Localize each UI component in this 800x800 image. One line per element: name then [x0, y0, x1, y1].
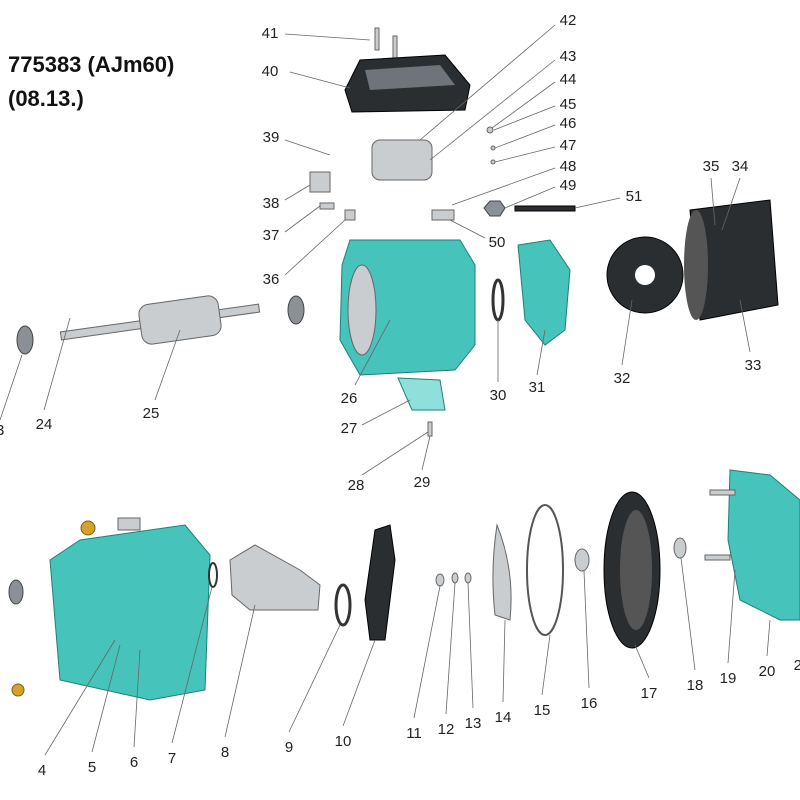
label-27: 27 — [341, 420, 358, 437]
part-26-motor-housing — [339, 239, 476, 376]
label-39: 39 — [263, 129, 280, 146]
part-38-block — [309, 171, 331, 193]
label-15: 15 — [534, 702, 551, 719]
part-40-highlight — [365, 65, 455, 90]
label-45: 45 — [560, 96, 577, 113]
part-16-seal — [574, 548, 590, 572]
label-8: 8 — [221, 744, 229, 761]
label-19: 19 — [720, 670, 737, 687]
label-25: 25 — [143, 405, 160, 422]
part-20-bracket — [727, 469, 800, 621]
part-15-ring — [526, 504, 564, 636]
part-33-face — [684, 210, 708, 320]
label-42: 42 — [560, 12, 577, 29]
part-37 — [319, 202, 335, 210]
label-31: 31 — [529, 379, 546, 396]
part-19-screw — [709, 489, 736, 496]
part-17-inner — [620, 510, 652, 630]
part-labels: 41 40 42 43 44 45 46 47 48 49 51 50 39 3… — [0, 12, 800, 779]
part-42-capacitor — [371, 139, 433, 181]
label-33: 33 — [745, 357, 762, 374]
part-7-oring — [208, 562, 218, 588]
label-40: 40 — [262, 63, 279, 80]
label-36: 36 — [263, 271, 280, 288]
part-shapes — [8, 27, 800, 701]
label-13: 13 — [465, 715, 482, 732]
part-26-bore — [347, 264, 377, 356]
label-21: 21 — [794, 657, 800, 674]
label-24: 24 — [36, 416, 53, 433]
leader-lines — [0, 24, 771, 756]
part-50-clamp — [431, 209, 455, 221]
label-5: 5 — [88, 759, 96, 776]
label-50: 50 — [489, 234, 506, 251]
part-27-base — [397, 377, 446, 411]
part-14-impeller-disc — [492, 523, 512, 621]
label-37: 37 — [263, 227, 280, 244]
part-cap — [117, 517, 141, 531]
label-29: 29 — [414, 474, 431, 491]
part-45 — [486, 126, 494, 134]
label-44: 44 — [560, 71, 577, 88]
label-9: 9 — [285, 739, 293, 756]
part-drain-plug — [11, 683, 25, 697]
part-30-oring — [491, 278, 505, 322]
label-11: 11 — [406, 725, 422, 742]
label-7: 7 — [168, 750, 176, 767]
part-36 — [344, 209, 356, 221]
label-38: 38 — [263, 195, 280, 212]
part-10-impeller — [364, 524, 396, 641]
part-31-end-shield — [517, 239, 571, 346]
label-34: 34 — [732, 158, 749, 175]
part-9-oring — [334, 583, 352, 627]
part-29-screw — [427, 421, 433, 437]
label-51: 51 — [626, 188, 643, 205]
label-30: 30 — [490, 387, 507, 404]
label-23: 23 — [0, 422, 4, 439]
label-43: 43 — [560, 48, 577, 65]
label-47: 47 — [560, 137, 577, 154]
part-8-ejector — [229, 544, 321, 611]
part-41-screw — [374, 27, 380, 51]
part-13 — [464, 572, 472, 584]
label-10: 10 — [335, 733, 352, 750]
label-49: 49 — [560, 177, 577, 194]
part-19-screw — [704, 554, 731, 561]
label-46: 46 — [560, 115, 577, 132]
label-12: 12 — [438, 721, 455, 738]
part-51-screwdriver — [514, 205, 576, 212]
part-bearing — [287, 295, 305, 325]
label-32: 32 — [614, 370, 631, 387]
part-bearing-left — [8, 579, 24, 605]
date-code: (08.13.) — [8, 86, 84, 111]
label-26: 26 — [341, 390, 358, 407]
model-title: 775383 (AJm60) — [8, 52, 175, 77]
part-18-bearing — [673, 537, 687, 559]
label-20: 20 — [759, 663, 776, 680]
label-28: 28 — [348, 477, 365, 494]
label-18: 18 — [687, 677, 704, 694]
label-17: 17 — [641, 685, 658, 702]
part-12 — [451, 572, 459, 584]
part-32-hub — [635, 265, 655, 285]
label-4: 4 — [38, 762, 46, 779]
part-49-nut — [483, 200, 506, 217]
part-11 — [435, 573, 445, 587]
label-16: 16 — [581, 695, 598, 712]
part-41-screw — [392, 35, 398, 59]
label-48: 48 — [560, 158, 577, 175]
part-plug — [80, 520, 96, 536]
part-46 — [490, 145, 496, 151]
part-6-pump-body — [49, 524, 211, 701]
part-47 — [490, 159, 496, 165]
part-23-bearing — [16, 325, 34, 355]
label-35: 35 — [703, 158, 720, 175]
part-25-rotor — [138, 295, 222, 345]
label-6: 6 — [130, 754, 138, 771]
label-14: 14 — [495, 709, 512, 726]
label-41: 41 — [262, 25, 279, 42]
